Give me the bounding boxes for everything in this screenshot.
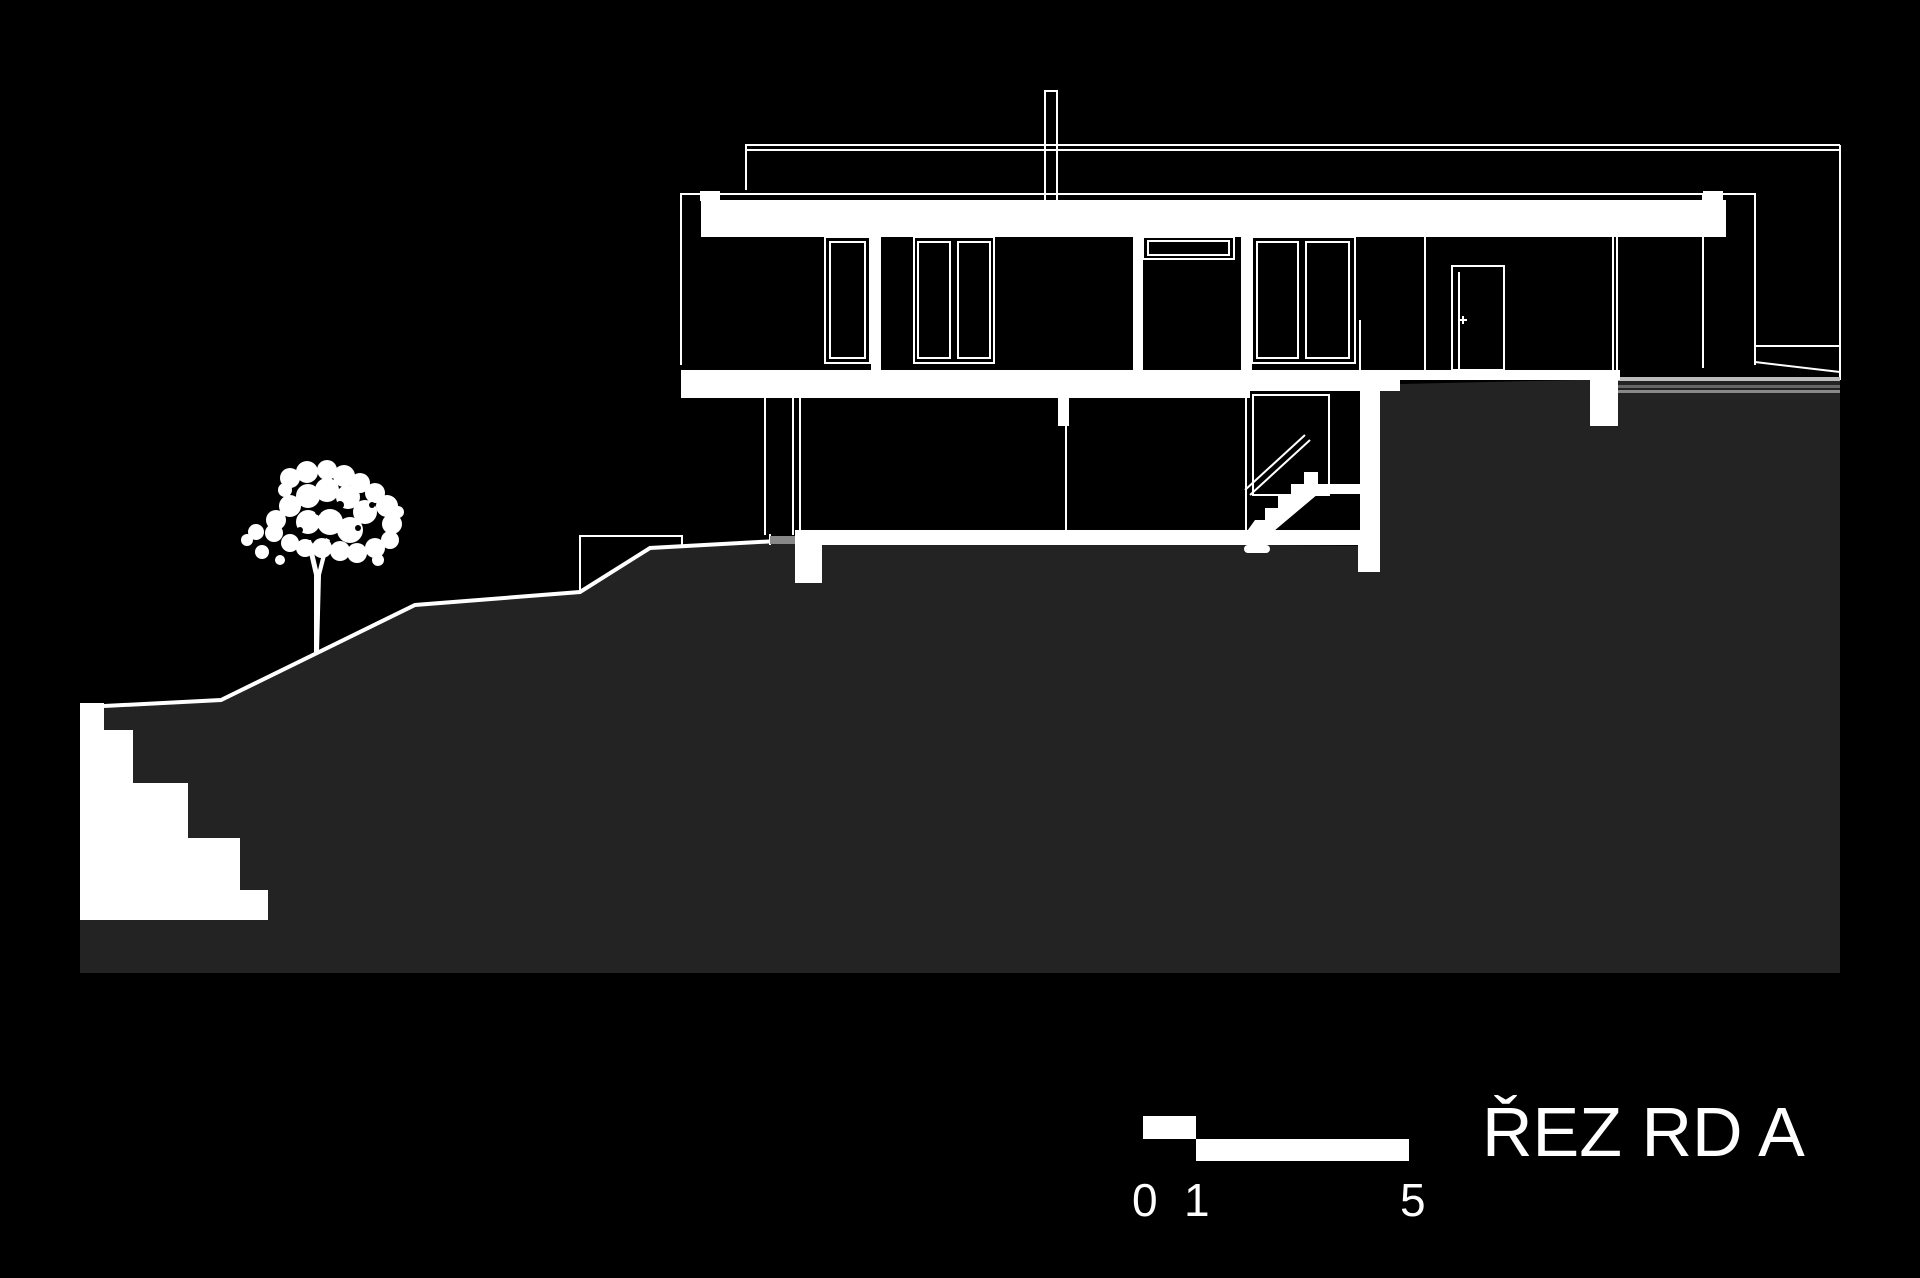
terrace-outline [579, 535, 683, 592]
ground-mass [80, 379, 1840, 973]
scale-label-5: 5 [1400, 1174, 1426, 1226]
scale-bar [1143, 1116, 1409, 1161]
scale-bar-segment-1-5 [1196, 1139, 1409, 1161]
tree-icon [241, 460, 404, 652]
scale-label-0: 0 [1132, 1174, 1158, 1226]
section-cut [681, 191, 1726, 583]
stair-retaining-wall [80, 703, 268, 920]
scale-label-1: 1 [1184, 1174, 1210, 1226]
elevation-lines [680, 90, 1841, 545]
gravel-strip [1618, 377, 1840, 393]
terrain-line [103, 538, 796, 708]
drawing-title: ŘEZ RD A [1482, 1093, 1805, 1171]
door-threshold [770, 536, 795, 544]
scale-bar-segment-0-1 [1143, 1116, 1196, 1139]
